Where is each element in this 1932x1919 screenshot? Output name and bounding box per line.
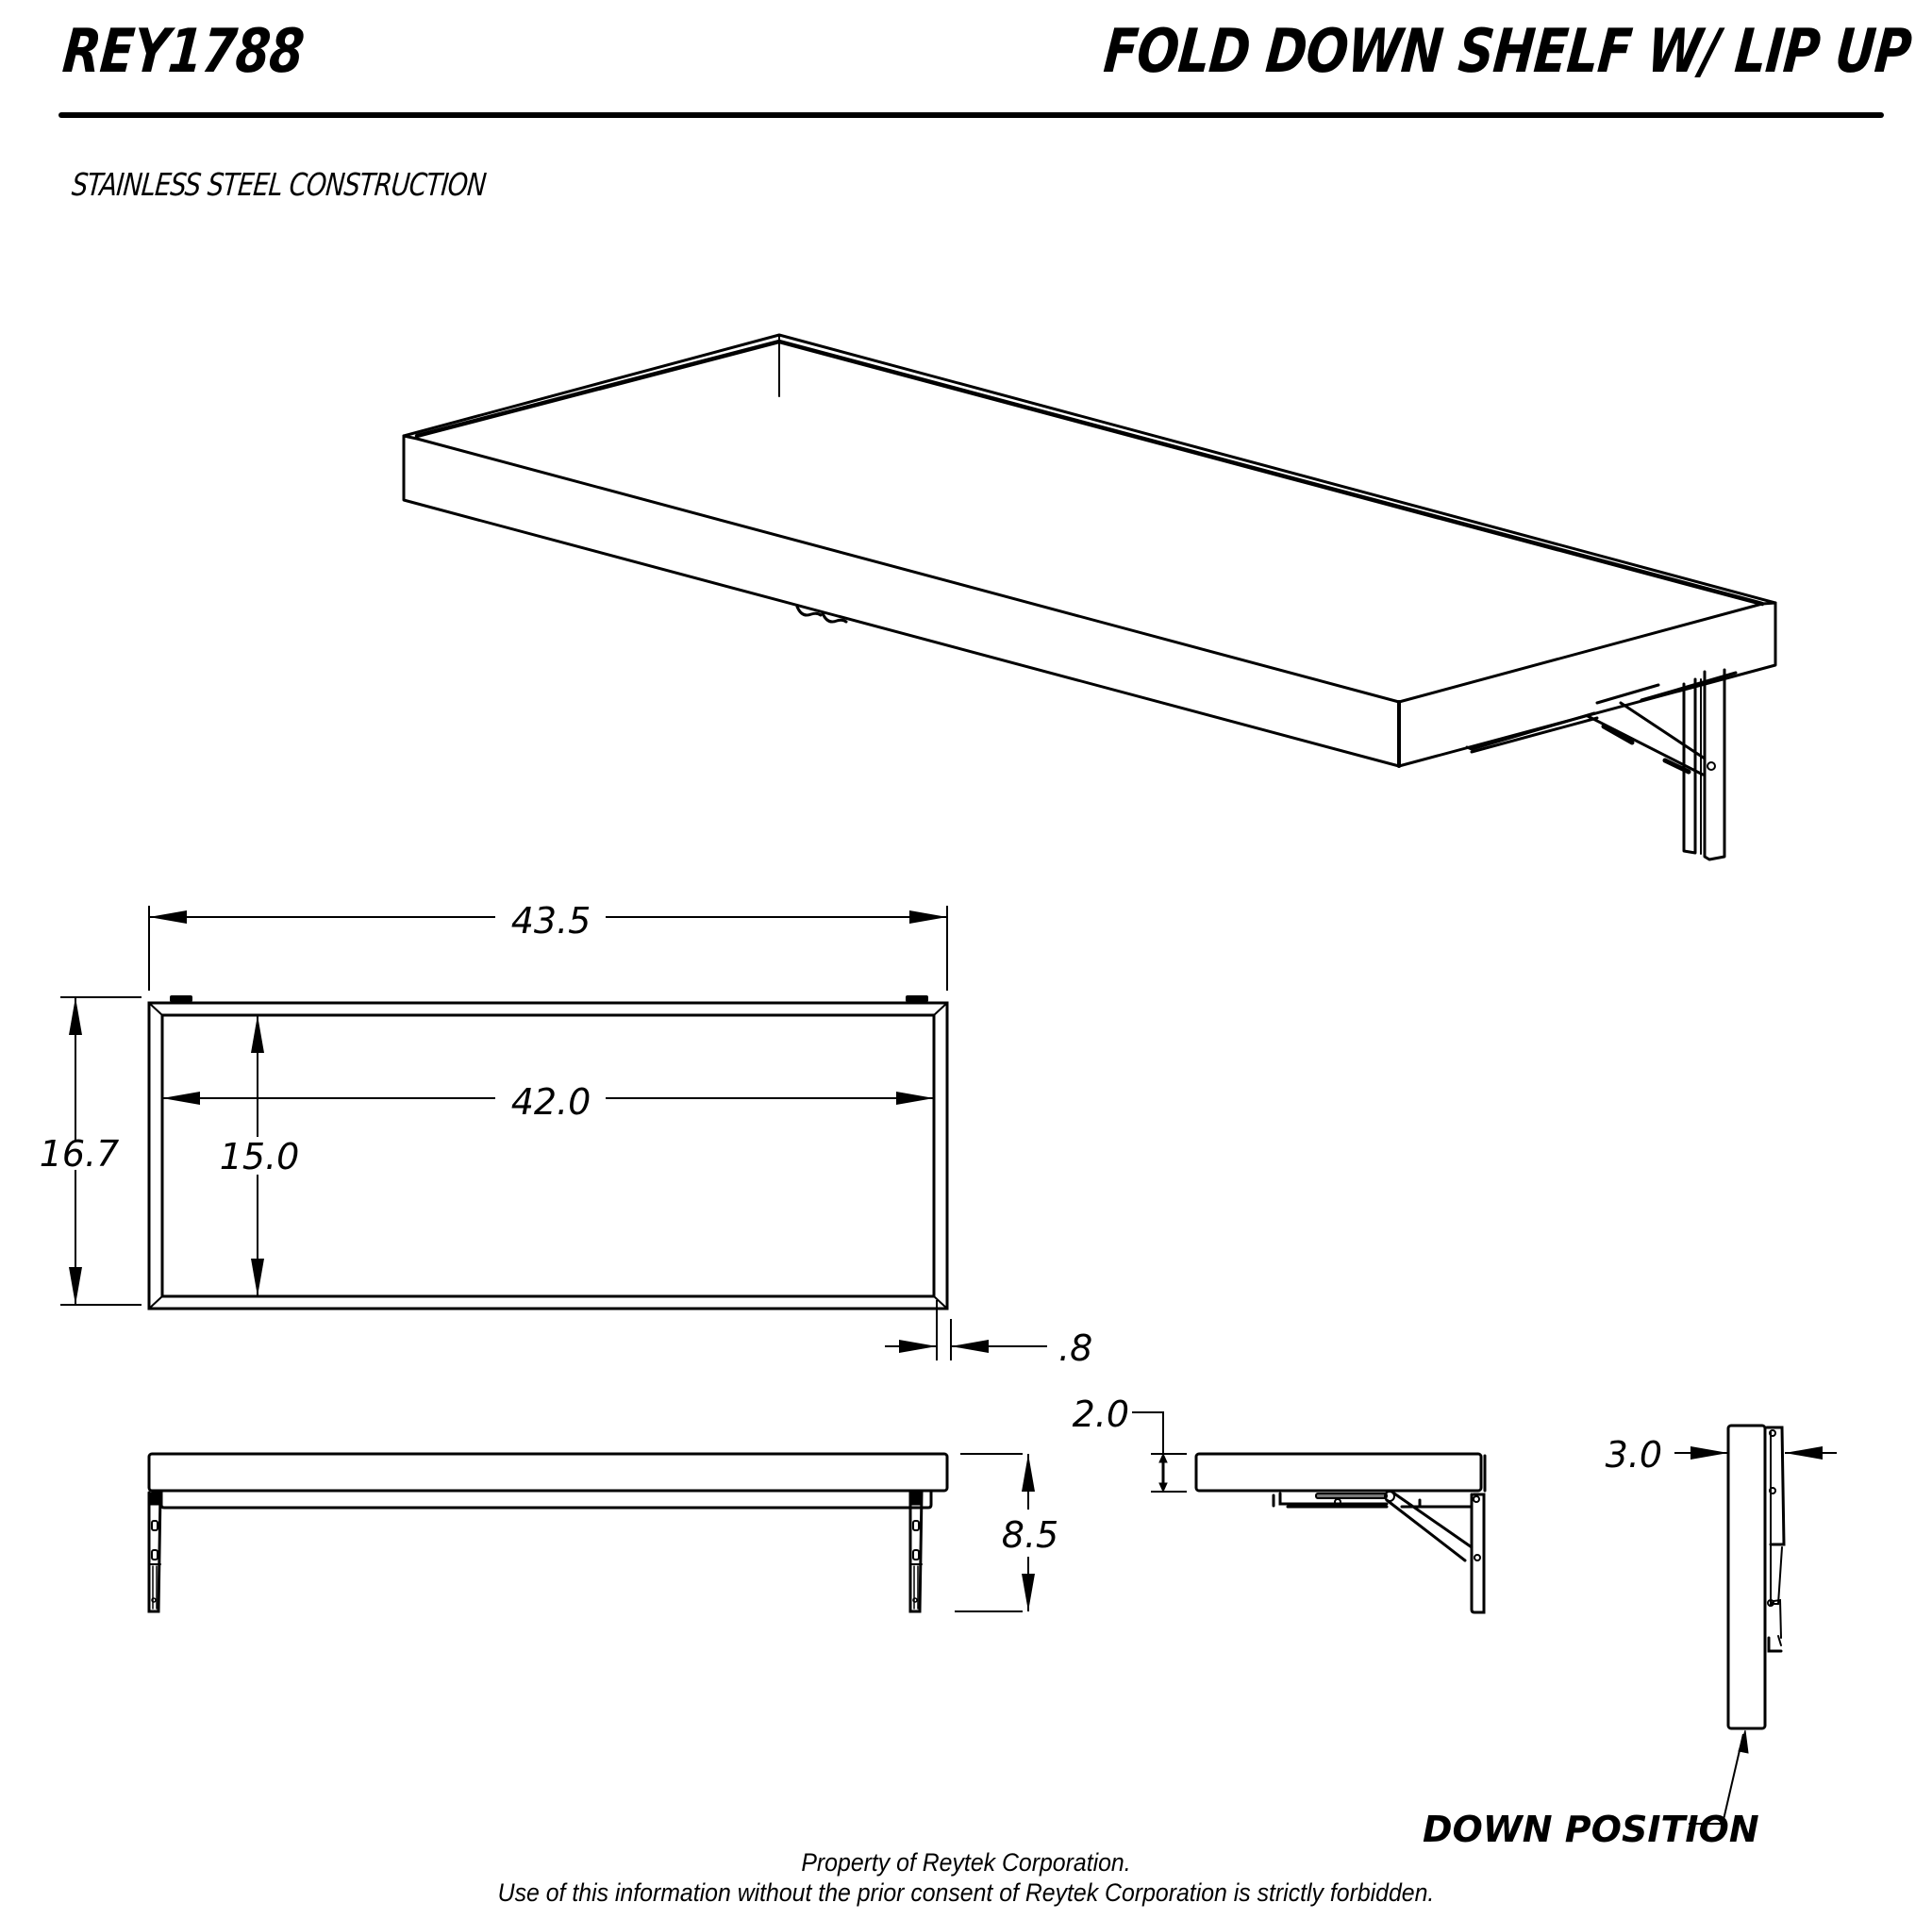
down-position-leader <box>1689 1729 1749 1825</box>
footer: Property of Reytek Corporation. Use of t… <box>0 1847 1932 1908</box>
footer-disclaimer-line: Use of this information without the prio… <box>497 1878 1435 1907</box>
isometric-view <box>402 333 1777 861</box>
bracket-left <box>147 1491 162 1613</box>
top-view <box>147 995 949 1310</box>
dim-folded-depth: 3.0 <box>1606 1434 1662 1476</box>
dim-inner-width: 42.0 <box>511 1081 591 1123</box>
dim-overall-width: 43.5 <box>511 900 591 942</box>
dim-shelf-thickness: 2.0 <box>1073 1393 1129 1435</box>
front-view <box>147 1452 949 1613</box>
top-view-dimensions <box>60 906 1047 1360</box>
dim-lip-thickness: .8 <box>1058 1327 1092 1369</box>
down-position-label: DOWN POSITION <box>1423 1809 1759 1850</box>
dim-inner-depth: 15.0 <box>220 1136 300 1177</box>
title-divider <box>58 112 1884 118</box>
hinge-tab-left <box>170 995 192 1002</box>
side-view <box>1194 1452 1487 1614</box>
dim-overall-height: 8.5 <box>1002 1514 1058 1556</box>
side-view-dimensions <box>1132 1411 1187 1493</box>
hinge-tab-right <box>906 995 928 1002</box>
footer-property-line: Property of Reytek Corporation. <box>801 1848 1131 1877</box>
folded-side-view <box>1726 1424 1786 1730</box>
bracket-right <box>908 1491 924 1613</box>
front-view-dimensions <box>955 1453 1035 1612</box>
dim-overall-depth: 16.7 <box>40 1133 120 1175</box>
